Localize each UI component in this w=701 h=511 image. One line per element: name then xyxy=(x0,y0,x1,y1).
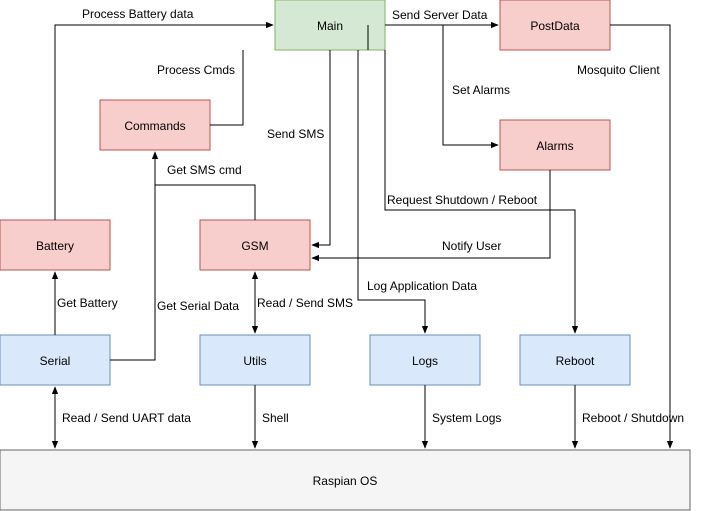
node-serial: Serial xyxy=(0,334,111,386)
node-logs-label: Logs xyxy=(412,354,438,368)
node-utils-label: Utils xyxy=(243,354,266,368)
edge-main-gsm xyxy=(311,50,331,249)
label-mosquito-client: Mosquito Client xyxy=(577,63,660,77)
label-get-battery: Get Battery xyxy=(57,296,118,310)
node-reboot-label: Reboot xyxy=(556,354,595,368)
edge-gsm-commands xyxy=(151,151,256,220)
label-shell: Shell xyxy=(262,411,289,425)
node-battery: Battery xyxy=(0,219,111,271)
node-alarms-label: Alarms xyxy=(536,139,573,153)
node-utils: Utils xyxy=(199,334,311,386)
node-gsm-label: GSM xyxy=(241,239,268,253)
label-get-serial-data: Get Serial Data xyxy=(157,299,239,313)
node-postdata: PostData xyxy=(499,0,611,51)
node-serial-label: Serial xyxy=(40,354,71,368)
label-send-sms: Send SMS xyxy=(267,127,324,141)
node-reboot: Reboot xyxy=(519,334,631,386)
node-commands-label: Commands xyxy=(124,119,185,133)
edge-alarms-gsm xyxy=(311,170,551,262)
node-gsm: GSM xyxy=(199,219,311,271)
label-system-logs: System Logs xyxy=(432,411,501,425)
edge-serial-commands xyxy=(110,185,156,361)
label-reboot-shutdown: Reboot / Shutdown xyxy=(582,411,684,425)
edge-postdata-os xyxy=(610,24,674,449)
label-notify-user: Notify User xyxy=(442,239,501,253)
label-process-cmds: Process Cmds xyxy=(157,63,235,77)
node-commands: Commands xyxy=(99,99,211,151)
node-main-label: Main xyxy=(317,19,343,33)
node-logs: Logs xyxy=(369,334,481,386)
node-os-label: Raspian OS xyxy=(313,474,378,488)
edge-main-reboot xyxy=(384,50,579,334)
label-log-app-data: Log Application Data xyxy=(367,279,477,293)
edge-main-alarms xyxy=(367,25,498,145)
node-main: Main xyxy=(274,0,386,51)
edge-commands-main xyxy=(210,50,244,126)
label-process-battery-data: Process Battery data xyxy=(82,7,194,21)
node-os: Raspian OS xyxy=(0,449,691,511)
edge-main-logs xyxy=(357,50,429,334)
label-read-send-sms: Read / Send SMS xyxy=(257,296,353,310)
node-battery-label: Battery xyxy=(36,239,74,253)
node-alarms: Alarms xyxy=(499,119,611,171)
label-request-shutdown: Request Shutdown / Reboot xyxy=(387,193,538,207)
label-get-sms-cmd: Get SMS cmd xyxy=(167,163,242,177)
label-set-alarms: Set Alarms xyxy=(452,83,510,97)
node-postdata-label: PostData xyxy=(530,19,580,33)
label-send-server-data: Send Server Data xyxy=(392,8,488,22)
label-read-send-uart: Read / Send UART data xyxy=(62,411,191,425)
edge-battery-main xyxy=(54,21,274,220)
